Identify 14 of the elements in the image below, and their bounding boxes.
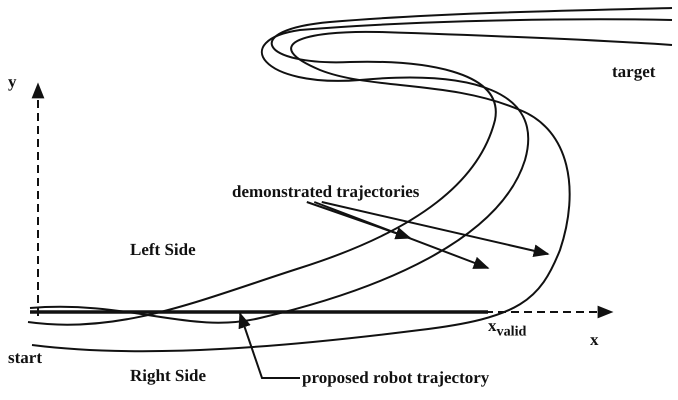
region-label: Left Side	[130, 240, 196, 260]
callout-text: demonstrated trajectories	[232, 182, 420, 202]
leader-line	[322, 201, 550, 257]
robot-trajectory-line	[30, 310, 488, 314]
axis-marker-label: x$_{valid}$	[488, 316, 526, 340]
start-label: start	[8, 348, 42, 368]
axis-label: y	[8, 72, 16, 92]
leader-line	[238, 312, 300, 379]
region-label: Right Side	[130, 366, 206, 386]
axis-label: x	[590, 330, 598, 350]
callout-text: proposed robot trajectory	[302, 368, 490, 388]
leader-line	[306, 201, 412, 240]
leader-line	[314, 201, 490, 269]
target-label: target	[612, 62, 656, 82]
